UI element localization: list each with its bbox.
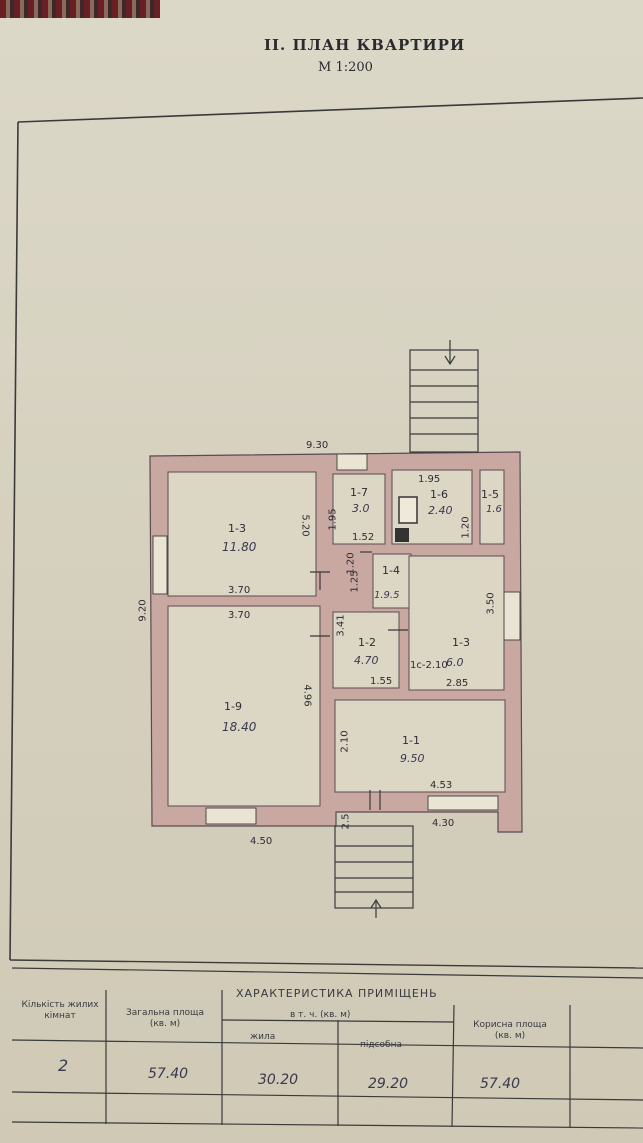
dimension: 1.20 [460, 516, 472, 539]
background-fabric [0, 0, 160, 18]
dimension: 5.20 [299, 514, 311, 537]
room-area: 4.70 [354, 654, 379, 667]
room-area: 1.9.5 [374, 590, 400, 601]
dimension: 4.30 [432, 818, 455, 829]
dimension: 3.70 [228, 610, 251, 621]
dimension: 1.20 [345, 552, 357, 575]
cell-living: 30.20 [258, 1072, 299, 1088]
table-subheader: в т. ч. (кв. м) [290, 1010, 351, 1020]
room-id: 1-2 [358, 636, 376, 649]
cell-rooms: 2 [58, 1056, 69, 1075]
dimension: 1с-2.10 [410, 660, 448, 671]
room-area: 18.40 [222, 720, 257, 734]
room-id: 1-4 [382, 564, 400, 577]
dimension: 4.50 [250, 836, 273, 847]
room-id: 1-9 [224, 700, 242, 713]
dimension: 3.70 [228, 585, 251, 596]
dimension: 1.95 [327, 508, 339, 531]
room-id: 1-6 [430, 488, 448, 501]
plan-scale: М 1:200 [318, 60, 373, 75]
dimension: 2.5 [340, 813, 352, 830]
room-area: 6.0 [446, 656, 464, 669]
dimension: 2.85 [446, 678, 469, 689]
characteristics-table [11, 967, 643, 1129]
room-id: 1-7 [350, 486, 368, 499]
room-id: 1-3 [228, 522, 246, 535]
plan-title: II. ПЛАН КВАРТИРИ [264, 36, 466, 54]
room-area: 2.40 [428, 504, 453, 517]
col-header-rooms: Кількість жилих кімнат [21, 1000, 99, 1021]
dimension: 9.30 [306, 440, 329, 451]
dimension: 4.53 [430, 780, 453, 791]
room-area: 3.0 [352, 502, 370, 515]
dimension: 1.95 [418, 474, 441, 485]
cell-useful: 57.40 [480, 1076, 521, 1092]
dimension: 1.55 [370, 676, 393, 687]
room-area: 9.50 [400, 752, 425, 765]
dimension: 9.20 [137, 599, 149, 622]
col-header-total: Загальна площа (кв. м) [126, 1008, 204, 1029]
room-id: 1-1 [402, 734, 420, 747]
cell-total: 57.40 [148, 1066, 189, 1082]
dimension: 1.52 [352, 532, 375, 543]
room-area: 11.80 [222, 540, 257, 554]
col-header-living: жила [250, 1032, 276, 1042]
room-id: 1-5 [481, 488, 499, 501]
table-caption: ХАРАКТЕРИСТИКА ПРИМІЩЕНЬ [236, 987, 438, 1000]
dimension: 2.10 [339, 730, 351, 753]
dimension: 4.96 [301, 684, 313, 707]
col-header-utility: підсобна [360, 1040, 403, 1050]
dimension: 3.50 [485, 592, 497, 615]
room-id: 1-3 [452, 636, 470, 649]
room-area: 1.6 [486, 504, 502, 515]
cell-utility: 29.20 [368, 1076, 409, 1092]
dimension: 3.41 [335, 614, 347, 637]
col-header-useful: Корисна площа (кв. м) [473, 1020, 547, 1041]
